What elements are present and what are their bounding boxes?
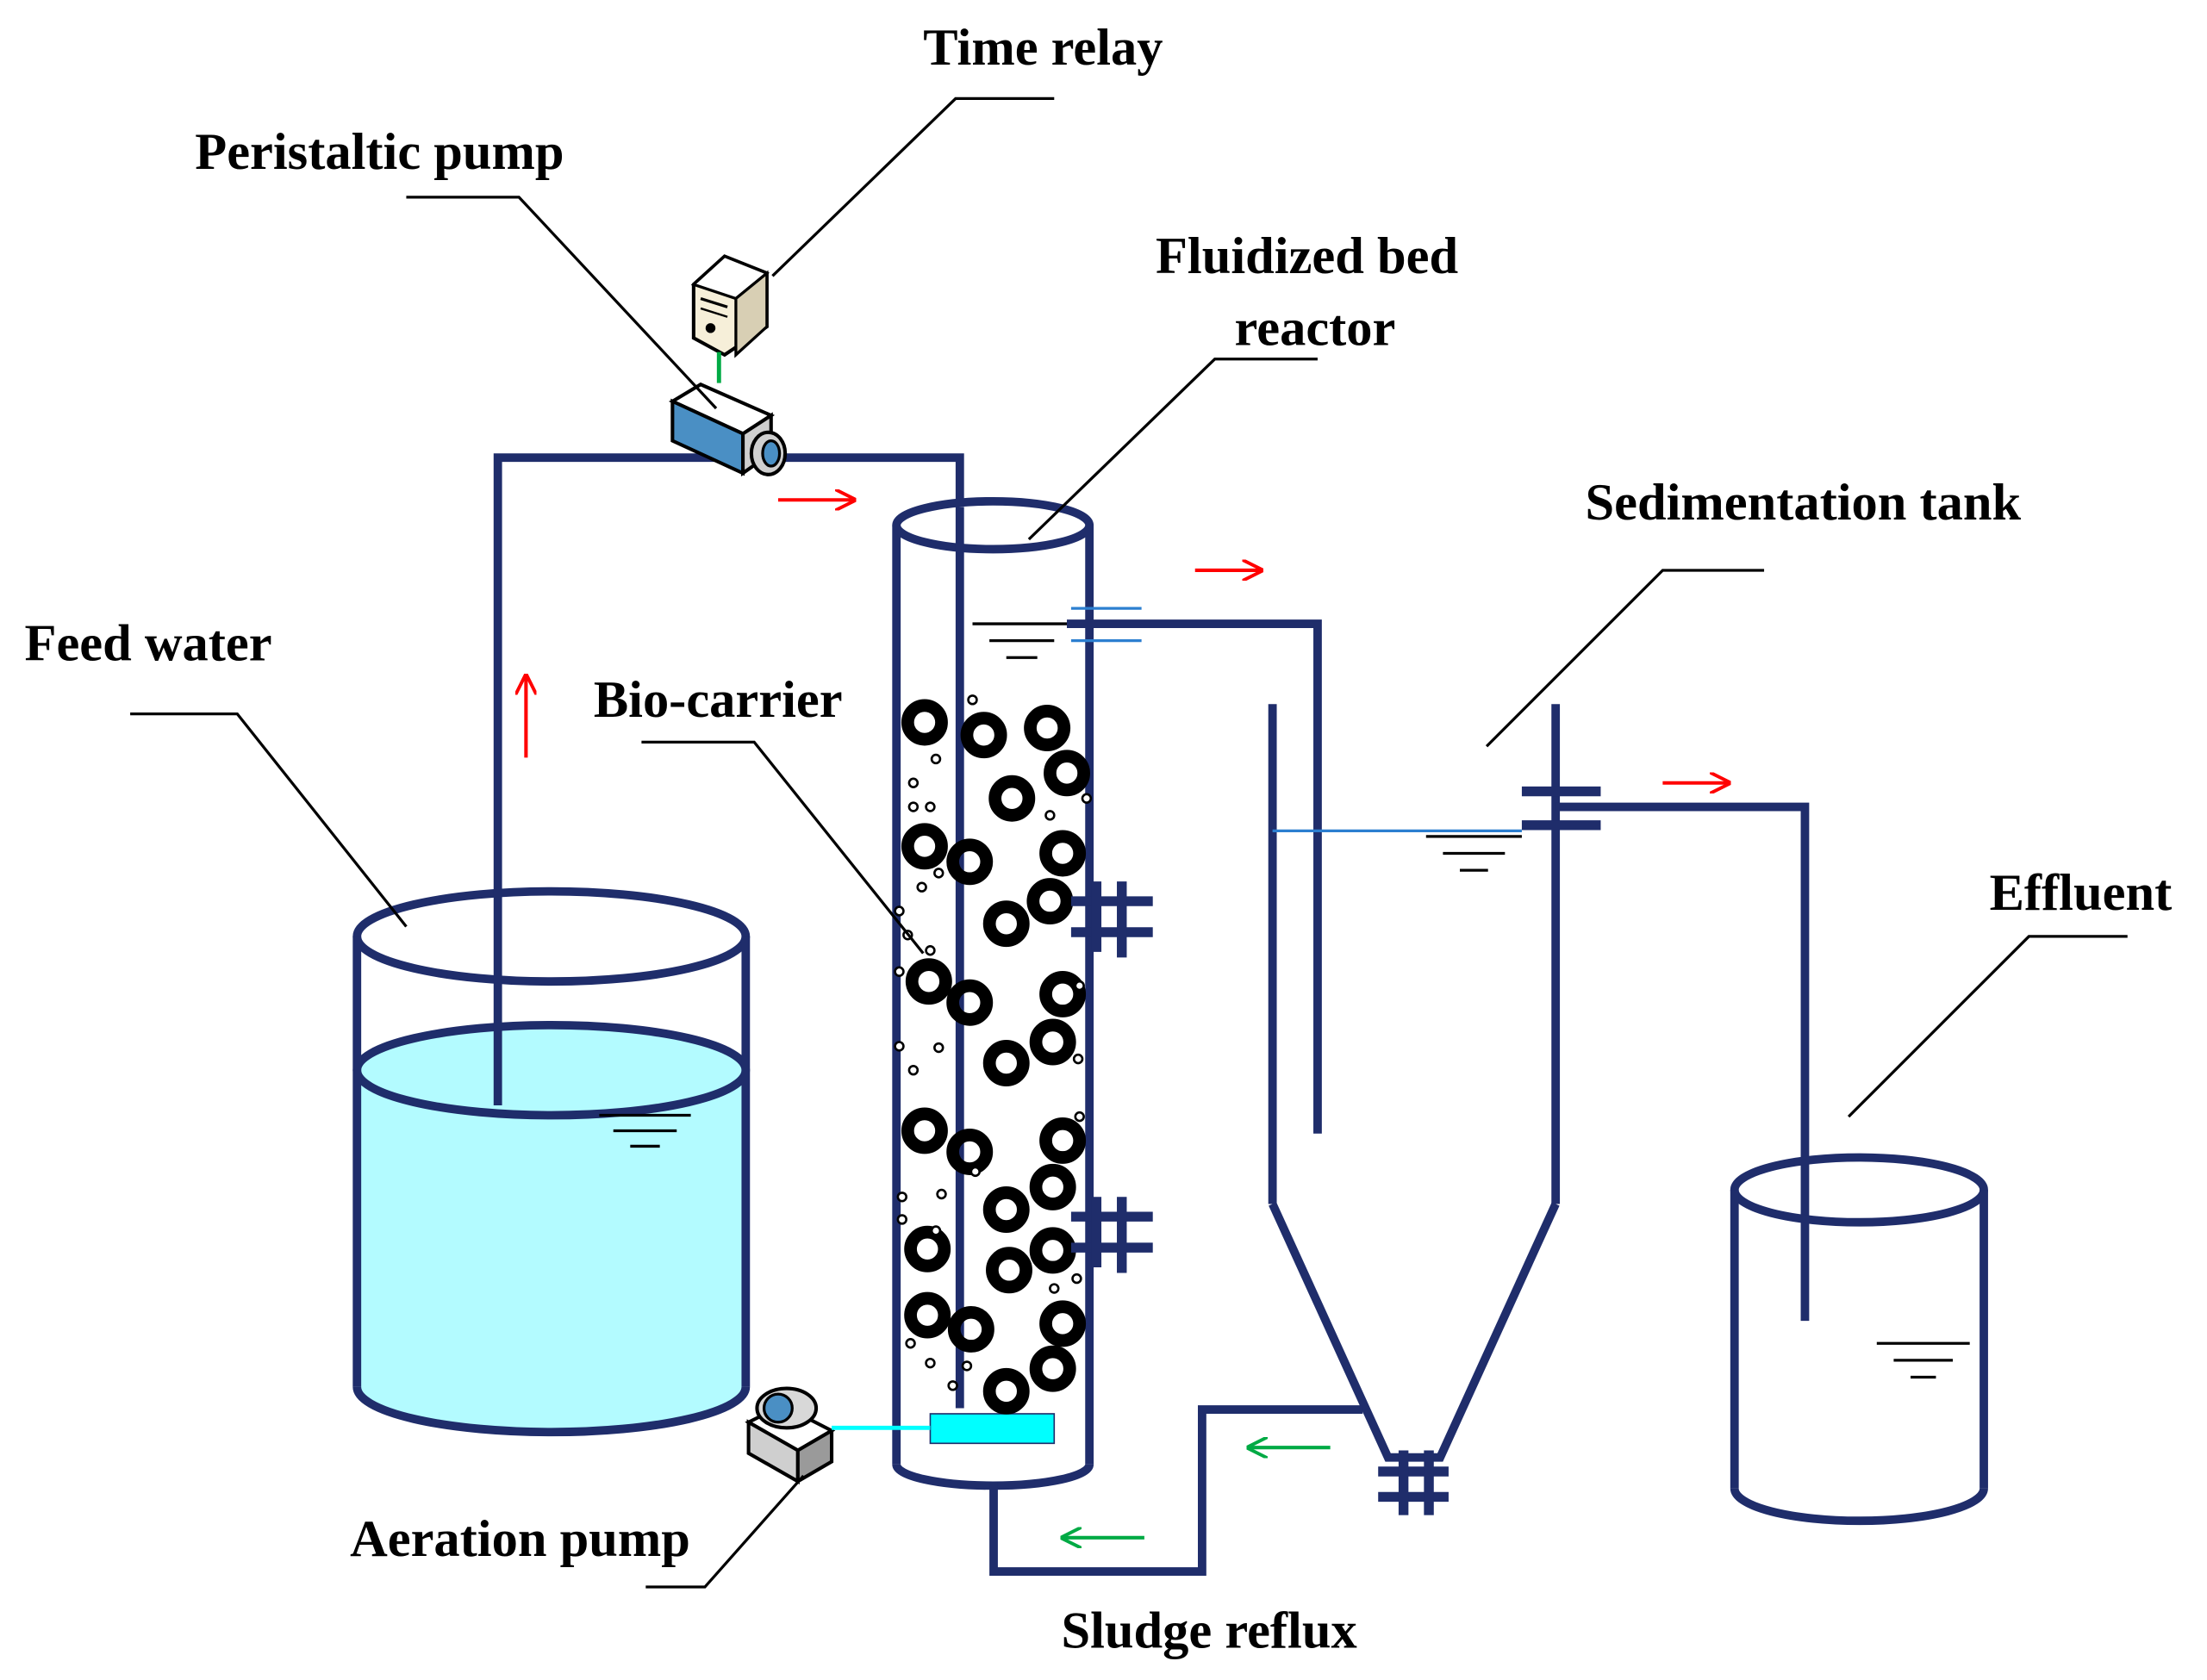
bio-carrier-ring <box>946 838 994 886</box>
air-bubble <box>933 868 945 879</box>
effluent-water-level-icon <box>1876 1341 1970 1379</box>
air-bubble <box>936 1188 947 1200</box>
reactor-valve-upper-icon[interactable] <box>1070 881 1153 958</box>
bio-carrier-ring <box>982 1367 1030 1415</box>
bio-carrier-ring <box>986 1247 1032 1294</box>
air-bubble <box>907 801 920 812</box>
leader-lines <box>130 96 2128 1589</box>
air-bubble <box>1049 1283 1060 1294</box>
feed-tank-rim <box>352 887 751 986</box>
air-bubble <box>1071 1272 1082 1285</box>
sedimentation-water-level-icon <box>1425 835 1522 872</box>
bio-carrier-ring <box>1026 878 1074 925</box>
sedimentation-bottom-valve-icon <box>1378 1450 1449 1515</box>
sludge-reflux-pipe <box>989 1405 1363 1576</box>
bubble-group <box>894 694 1093 1391</box>
feed-tank-water <box>357 1024 746 1433</box>
air-bubble <box>907 1064 920 1076</box>
reactor-valve-lower-icon[interactable] <box>1070 1197 1153 1273</box>
air-bubble <box>1044 810 1056 821</box>
aerator-diffuser <box>929 1413 1056 1445</box>
bio-carrier-ring <box>1029 1345 1076 1392</box>
bio-carrier-ring <box>1039 970 1087 1017</box>
bio-carrier-ring <box>946 1129 994 1175</box>
bio-carrier-ring <box>1039 1300 1087 1347</box>
sedimentation-outlet-valve-icon <box>1521 786 1601 831</box>
air-bubble <box>1074 1111 1085 1123</box>
air-bubble <box>1081 793 1093 804</box>
air-bubble <box>1072 1053 1084 1065</box>
air-bubble <box>907 777 920 788</box>
air-bubble <box>894 905 905 917</box>
air-bubble <box>916 881 927 893</box>
bio-carrier-ring <box>1039 830 1087 877</box>
label-sludge-reflux: Sludge reflux <box>1061 1602 1356 1659</box>
air-bubble <box>894 1041 905 1052</box>
label-peristaltic-pump: Peristaltic pump <box>195 123 564 181</box>
bio-carrier-ring <box>905 958 952 1005</box>
bio-carrier-ring <box>1039 1117 1087 1164</box>
air-bubble <box>896 1214 907 1225</box>
label-fluidized-bed-line1: Fluidized bed <box>1156 227 1458 285</box>
bio-carrier-ring <box>988 775 1036 822</box>
air-bubble <box>930 1225 942 1236</box>
label-effluent: Effluent <box>1990 864 2173 922</box>
bio-carrier-ring <box>982 1186 1030 1233</box>
bio-carrier-ring <box>947 1305 994 1353</box>
bio-carrier-ring <box>901 1107 948 1154</box>
bio-carrier-ring <box>982 1040 1030 1086</box>
feed-tank-water-surface <box>352 1020 751 1120</box>
air-bubble <box>961 1360 973 1372</box>
label-time-relay: Time relay <box>923 19 1163 77</box>
bio-carrier-group <box>901 699 1090 1415</box>
air-bubble <box>1074 980 1085 992</box>
label-aeration-pump: Aeration pump <box>350 1510 690 1568</box>
bio-carrier-ring <box>1044 750 1090 797</box>
air-bubble <box>896 1192 907 1203</box>
bio-carrier-ring <box>960 712 1007 759</box>
effluent-tank <box>1730 1153 1988 1526</box>
reactor-overflow-outlet <box>1067 607 1322 1134</box>
peristaltic-pump-icon[interactable] <box>668 382 788 477</box>
flow-arrows <box>526 500 1729 1538</box>
bio-carrier-ring <box>904 1225 951 1272</box>
effluent-pipe <box>1555 802 1810 1322</box>
bio-carrier-ring <box>1029 1227 1076 1274</box>
feed-water-tank <box>352 887 751 1437</box>
bio-carrier-ring <box>901 699 948 746</box>
air-bubble <box>969 1166 981 1178</box>
fluidized-bed-reactor <box>892 496 1094 1490</box>
bio-carrier-ring <box>901 823 948 870</box>
reactor-top-rim <box>892 496 1094 554</box>
bio-carrier-ring <box>904 1291 951 1339</box>
feed-pipe <box>493 453 964 1106</box>
label-feed-water: Feed water <box>25 615 272 673</box>
bio-carrier-ring <box>1029 1163 1076 1210</box>
bio-carrier-ring <box>1024 705 1071 751</box>
air-bubble <box>925 945 936 956</box>
air-bubble <box>930 753 942 765</box>
aeration-pump-icon[interactable] <box>745 1386 836 1485</box>
labels: Time relay Peristaltic pump Fluidized be… <box>25 19 2173 1659</box>
bio-carrier-ring <box>1029 1018 1076 1066</box>
label-fluidized-bed-line2: reactor <box>1235 299 1396 357</box>
air-bubble <box>933 1042 945 1054</box>
sedimentation-tank <box>1268 704 1810 1515</box>
feed-tank-water-level-icon <box>599 1113 691 1148</box>
label-sedimentation-tank: Sedimentation tank <box>1585 474 2021 532</box>
label-bio-carrier: Bio-carrier <box>594 671 843 729</box>
air-bubble <box>947 1380 958 1391</box>
air-bubble <box>925 801 936 812</box>
time-relay-computer-tower-icon[interactable] <box>690 254 770 358</box>
air-bubble <box>925 1357 936 1369</box>
reactor-water-level-icon <box>972 622 1071 659</box>
bio-carrier-ring <box>946 979 994 1026</box>
air-bubble <box>894 966 905 977</box>
bio-carrier-ring <box>982 900 1030 948</box>
air-bubble <box>905 1338 916 1349</box>
air-bubble <box>967 694 978 706</box>
